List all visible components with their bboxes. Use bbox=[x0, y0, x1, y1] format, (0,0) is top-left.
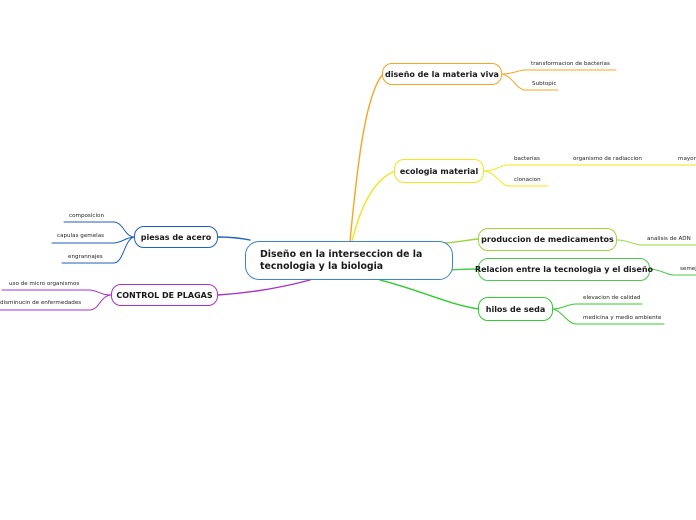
subtopic-capulas-gemelas[interactable]: capulas gemelas bbox=[57, 233, 105, 239]
root-topic[interactable]: Diseño en la interseccion de la tecnolog… bbox=[245, 241, 453, 280]
topic-relacion-tecnologia-diseno[interactable]: Relacion entre la tecnologia y el diseño bbox=[474, 258, 654, 281]
topic-label: hilos de seda bbox=[485, 304, 546, 314]
topic-ecologia-material[interactable]: ecologia material bbox=[394, 159, 484, 183]
topic-label: diseño de la materia viva bbox=[385, 69, 499, 79]
branch-line-ecologia bbox=[351, 170, 396, 242]
branch-line-seda bbox=[379, 279, 480, 310]
sub-line bbox=[616, 239, 696, 246]
branch-line-materia bbox=[349, 73, 384, 242]
sub-line bbox=[61, 236, 135, 264]
sub-line bbox=[1, 289, 112, 296]
topic-hilos-de-seda[interactable]: hilos de seda bbox=[478, 297, 553, 321]
sub-line bbox=[552, 308, 665, 325]
sub-line bbox=[501, 69, 617, 75]
topic-diseno-materia-viva[interactable]: diseño de la materia viva bbox=[382, 63, 502, 85]
sub-line bbox=[0, 294, 112, 311]
branch-line-acero bbox=[217, 236, 251, 241]
root-topic-label: Diseño en la interseccion de la tecnolog… bbox=[260, 248, 423, 272]
sub-line bbox=[501, 73, 559, 91]
topic-piesas-de-acero[interactable]: piesas de acero bbox=[134, 226, 218, 248]
sub-line bbox=[552, 303, 643, 310]
subtopic-composicion[interactable]: composicion bbox=[69, 213, 104, 219]
topic-label: produccion de medicamentos bbox=[481, 235, 614, 244]
topic-produccion-medicamentos[interactable]: produccion de medicamentos bbox=[478, 228, 617, 251]
subtopic-disminucin-de-enfermedades[interactable]: disminucin de enfermedades bbox=[0, 300, 82, 306]
subtopic-mayor[interactable]: mayor bbox=[678, 156, 696, 162]
subtopic-engrannajes[interactable]: engrannajes bbox=[68, 254, 103, 260]
branch-line-plagas bbox=[217, 279, 311, 296]
topic-label: Relacion entre la tecnologia y el diseño bbox=[474, 265, 654, 274]
subtopic-subtopic[interactable]: Subtopic bbox=[532, 81, 557, 87]
subtopic-organismo-de-radiaccion[interactable]: organismo de radiaccion bbox=[573, 156, 642, 162]
sub-line bbox=[649, 268, 696, 276]
subtopic-bacterias[interactable]: bacterias bbox=[514, 156, 540, 162]
sub-line bbox=[483, 170, 549, 187]
topic-control-de-plagas[interactable]: CONTROL DE PLAGAS bbox=[111, 284, 218, 306]
subtopic-clonacion[interactable]: clonacion bbox=[514, 177, 541, 183]
subtopic-uso-de-micro-organismos[interactable]: uso de micro organismos bbox=[9, 281, 80, 287]
subtopic-elevacion-de-calidad[interactable]: elevacion de calidad bbox=[583, 295, 641, 301]
topic-label: CONTROL DE PLAGAS bbox=[116, 290, 213, 300]
subtopic-analisis-de-adn[interactable]: analisis de ADN bbox=[647, 236, 691, 242]
topic-label: piesas de acero bbox=[140, 232, 212, 242]
subtopic-medicina-y-medio-ambiente[interactable]: medicina y medio ambiente bbox=[583, 315, 662, 321]
sub-line bbox=[51, 236, 135, 244]
subtopic-semejanzas[interactable]: semejanzas bbox=[680, 266, 696, 272]
sub-line bbox=[483, 164, 547, 172]
subtopic-transformacion-bacterias[interactable]: transformacion de bacterias bbox=[531, 61, 610, 67]
topic-label: ecologia material bbox=[399, 166, 479, 176]
sub-line bbox=[63, 221, 135, 238]
